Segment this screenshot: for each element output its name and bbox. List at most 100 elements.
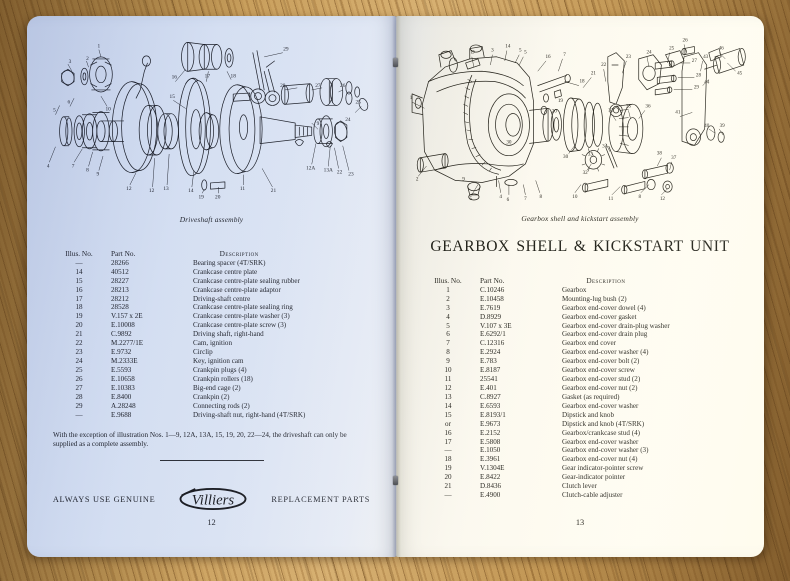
cell-illus-no: 21 — [444, 482, 452, 491]
svg-text:28: 28 — [280, 83, 286, 89]
svg-text:32: 32 — [583, 170, 589, 176]
cell-description: Mounting-lug bush (2) — [562, 294, 627, 303]
cell-part-no: E.5808 — [480, 437, 501, 446]
cell-description: Key, ignition cam — [193, 357, 244, 366]
column-header-illus-no: Illus. No. — [65, 249, 93, 258]
cell-illus-no: 3 — [446, 303, 450, 312]
cell-description: Driving-shaft centre — [193, 294, 251, 303]
svg-text:6: 6 — [68, 99, 71, 105]
cell-description: Gearbox end-cover screw — [562, 366, 635, 375]
publisher-footer-left: ALWAYS USE GENUINE Villiers REPLACEMENT … — [27, 486, 396, 512]
svg-text:34: 34 — [602, 143, 608, 149]
svg-text:24: 24 — [646, 50, 652, 56]
cell-description: Crankcase centre plate — [193, 267, 258, 276]
cell-illus-no: 17 — [75, 294, 83, 303]
cell-description: Gearbox/crankcase stud (4) — [562, 428, 640, 437]
svg-text:9: 9 — [96, 172, 99, 178]
cell-illus-no: 19 — [444, 464, 452, 473]
svg-text:7: 7 — [72, 163, 75, 169]
cell-part-no: 25541 — [480, 375, 498, 384]
svg-text:31: 31 — [608, 107, 614, 113]
cell-part-no: E.8193/1 — [480, 410, 506, 419]
column-header-part-no: Part No. — [480, 276, 505, 285]
svg-text:17: 17 — [205, 74, 211, 80]
svg-text:20: 20 — [552, 108, 558, 114]
cell-illus-no: or — [445, 419, 451, 428]
cell-part-no: V.1304E — [480, 464, 505, 473]
svg-text:16: 16 — [172, 75, 178, 81]
svg-text:44: 44 — [704, 80, 710, 86]
cell-part-no: E.401 — [480, 384, 497, 393]
cell-illus-no: 10 — [444, 366, 452, 375]
svg-text:43: 43 — [703, 54, 709, 60]
cell-illus-no: 8 — [446, 348, 450, 357]
svg-text:D: D — [471, 50, 475, 56]
svg-text:18: 18 — [579, 79, 585, 85]
cell-description: Cam, ignition — [193, 339, 233, 348]
svg-text:23: 23 — [626, 54, 632, 60]
cell-part-no: E.2152 — [480, 428, 501, 437]
cell-illus-no: 11 — [444, 375, 452, 384]
cell-part-no: M.2277/1E — [111, 339, 144, 348]
cell-part-no: E.10658 — [111, 374, 135, 383]
svg-text:27: 27 — [692, 58, 698, 64]
svg-text:40: 40 — [704, 123, 710, 129]
cell-illus-no: 27 — [75, 383, 83, 392]
cell-description: Gearbox end-cover dowel (4) — [562, 303, 646, 312]
cell-part-no: E.9688 — [111, 410, 132, 419]
cell-part-no: E.5593 — [111, 365, 132, 374]
cell-part-no: C.12316 — [480, 339, 505, 348]
svg-text:6: 6 — [507, 197, 510, 203]
table-header-row: Illus. No. Part No. Description — [422, 277, 670, 286]
svg-text:13: 13 — [163, 186, 169, 192]
cell-description: Clutch-cable adjuster — [562, 491, 623, 500]
cell-description: Gearbox end cover — [562, 339, 616, 348]
cell-part-no: E.3961 — [480, 455, 501, 464]
cell-illus-no: — — [444, 446, 452, 455]
cell-part-no: A.28248 — [111, 401, 136, 410]
svg-text:5: 5 — [53, 108, 56, 114]
cell-description: Crankpin plugs (4) — [193, 365, 247, 374]
cell-illus-no: 22 — [75, 339, 83, 348]
svg-text:10: 10 — [572, 194, 578, 200]
cell-illus-no: 17 — [444, 437, 452, 446]
cell-illus-no: 7 — [446, 339, 450, 348]
svg-text:35: 35 — [626, 103, 632, 109]
cell-description: Crankpin (2) — [193, 392, 230, 401]
svg-text:8: 8 — [638, 194, 641, 200]
svg-text:Villiers: Villiers — [192, 492, 235, 508]
svg-text:25: 25 — [356, 99, 362, 105]
cell-illus-no: 1 — [446, 285, 450, 294]
cell-part-no: 28227 — [111, 276, 129, 285]
svg-text:23: 23 — [348, 172, 354, 178]
svg-text:16: 16 — [545, 54, 551, 60]
svg-text:5: 5 — [519, 48, 522, 54]
svg-text:41: 41 — [675, 109, 681, 115]
cell-description: Crankcase centre-plate sealing ring — [193, 303, 293, 312]
cell-part-no: C.8927 — [480, 392, 501, 401]
svg-text:25: 25 — [669, 46, 675, 52]
cell-illus-no: 26 — [75, 374, 83, 383]
svg-text:12: 12 — [126, 186, 132, 192]
svg-text:12: 12 — [149, 188, 155, 194]
cell-part-no: M.2333E — [111, 357, 138, 366]
column-header-part-no: Part No. — [111, 249, 136, 258]
svg-text:8: 8 — [540, 194, 543, 200]
